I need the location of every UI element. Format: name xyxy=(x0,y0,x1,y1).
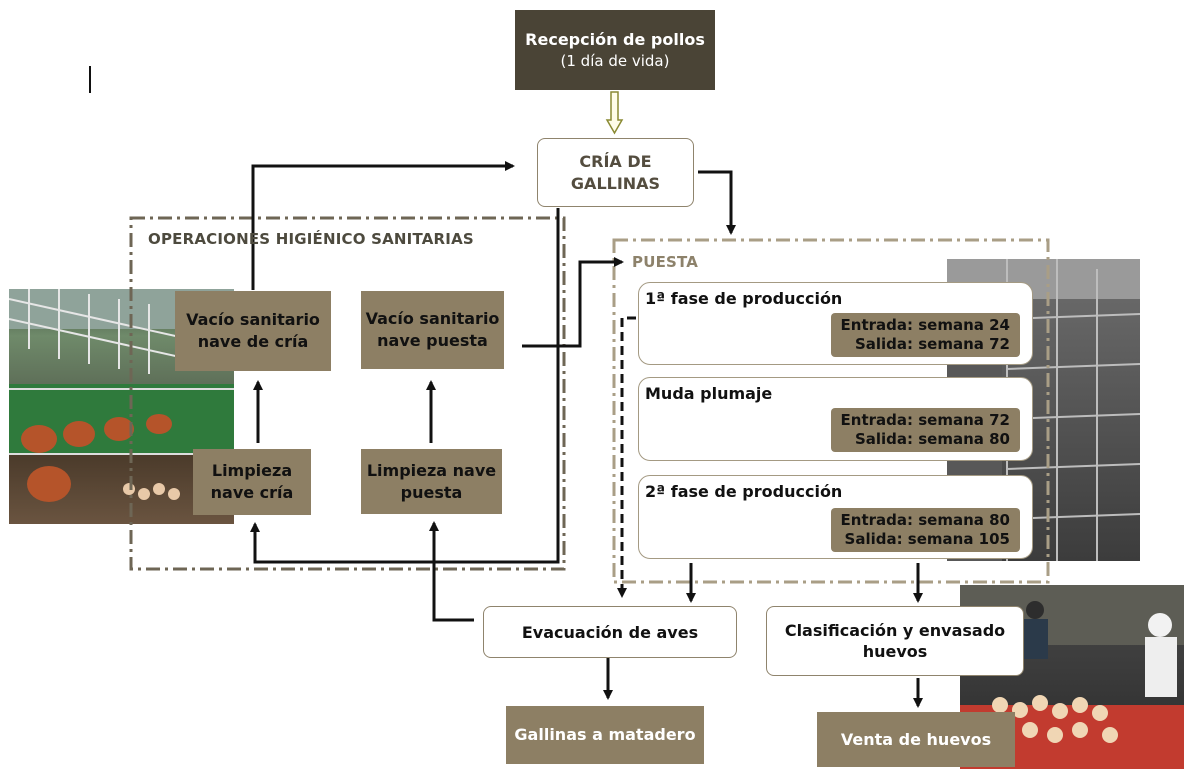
arrow-cria-to-limpieza-cria xyxy=(250,208,560,564)
hollow-arrow-reception-to-cria xyxy=(605,91,624,135)
limpieza-cria-box: Limpieza nave cría xyxy=(193,449,311,515)
limpieza-puesta-box: Limpieza nave puesta xyxy=(361,449,502,514)
phase-molt-title: Muda plumaje xyxy=(645,384,773,403)
cria-label-line1: CRÍA DE xyxy=(579,151,652,171)
reception-subtitle: (1 día de vida) xyxy=(560,52,670,70)
vacio-cria-line2: nave de cría xyxy=(197,332,309,351)
phase-2-dates: Entrada: semana 80 Salida: semana 105 xyxy=(830,508,1020,552)
phase-2-exit: Salida: semana 105 xyxy=(844,530,1010,548)
clasificacion-line1: Clasificación y envasado xyxy=(784,621,1006,640)
phase-1-entry: Entrada: semana 24 xyxy=(840,316,1010,334)
hygiene-section-title: OPERACIONES HIGIÉNICO SANITARIAS xyxy=(148,230,474,248)
vacio-cria-box: Vacío sanitario nave de cría xyxy=(175,291,331,371)
venta-box: Venta de huevos xyxy=(817,712,1015,767)
cria-box: CRÍA DE GALLINAS xyxy=(537,138,694,207)
vacio-cria-line1: Vacío sanitario xyxy=(186,310,320,329)
vacio-puesta-line1: Vacío sanitario xyxy=(365,309,500,328)
phase-1-box: 1ª fase de producción Entrada: semana 24… xyxy=(638,282,1033,365)
vacio-puesta-box: Vacío sanitario nave puesta xyxy=(361,291,504,369)
dashed-arrow-puesta-to-evacuacion xyxy=(617,316,636,598)
limpieza-puesta-line1: Limpieza nave xyxy=(366,460,497,480)
phase-molt-entry: Entrada: semana 72 xyxy=(840,411,1010,429)
limpieza-cria-line2: nave cría xyxy=(210,483,294,502)
phase-molt-exit: Salida: semana 80 xyxy=(854,430,1010,448)
limpieza-cria-line1: Limpieza xyxy=(211,461,293,480)
reception-title: Recepción de pollos xyxy=(525,30,705,49)
phase-2-title: 2ª fase de producción xyxy=(645,482,843,501)
clasificacion-box: Clasificación y envasado huevos xyxy=(766,606,1024,676)
arrow-vacio-cria-to-cria xyxy=(251,161,515,290)
phase-2-box: 2ª fase de producción Entrada: semana 80… xyxy=(638,475,1033,559)
limpieza-puesta-line2: puesta xyxy=(400,482,463,502)
clasificacion-line2: huevos xyxy=(862,642,928,661)
phase-molt-box: Muda plumaje Entrada: semana 72 Salida: … xyxy=(638,377,1033,461)
cria-label-line2: GALLINAS xyxy=(570,173,661,193)
puesta-section-title: PUESTA xyxy=(632,253,699,271)
phase-1-title: 1ª fase de producción xyxy=(645,289,843,308)
phase-molt-dates: Entrada: semana 72 Salida: semana 80 xyxy=(830,408,1020,452)
matadero-label: Gallinas a matadero xyxy=(514,725,696,744)
hygiene-dashed-container xyxy=(129,216,566,571)
evacuacion-box: Evacuación de aves xyxy=(483,606,737,658)
phase-1-exit: Salida: semana 72 xyxy=(854,335,1010,353)
venta-label: Venta de huevos xyxy=(840,729,992,749)
phase-1-dates: Entrada: semana 24 Salida: semana 72 xyxy=(830,313,1020,357)
puesta-dashed-container xyxy=(612,238,1050,584)
matadero-box: Gallinas a matadero xyxy=(506,706,704,764)
arrow-evacuacion-to-limpieza-puesta xyxy=(429,521,474,622)
arrow-vacio-puesta-to-puesta xyxy=(522,257,624,348)
vacio-puesta-line2: nave puesta xyxy=(377,331,488,350)
evacuacion-label: Evacuación de aves xyxy=(521,622,699,642)
arrow-cria-to-puesta xyxy=(698,170,736,235)
reception-box: Recepción de pollos (1 día de vida) xyxy=(515,10,715,90)
phase-2-entry: Entrada: semana 80 xyxy=(840,511,1010,529)
